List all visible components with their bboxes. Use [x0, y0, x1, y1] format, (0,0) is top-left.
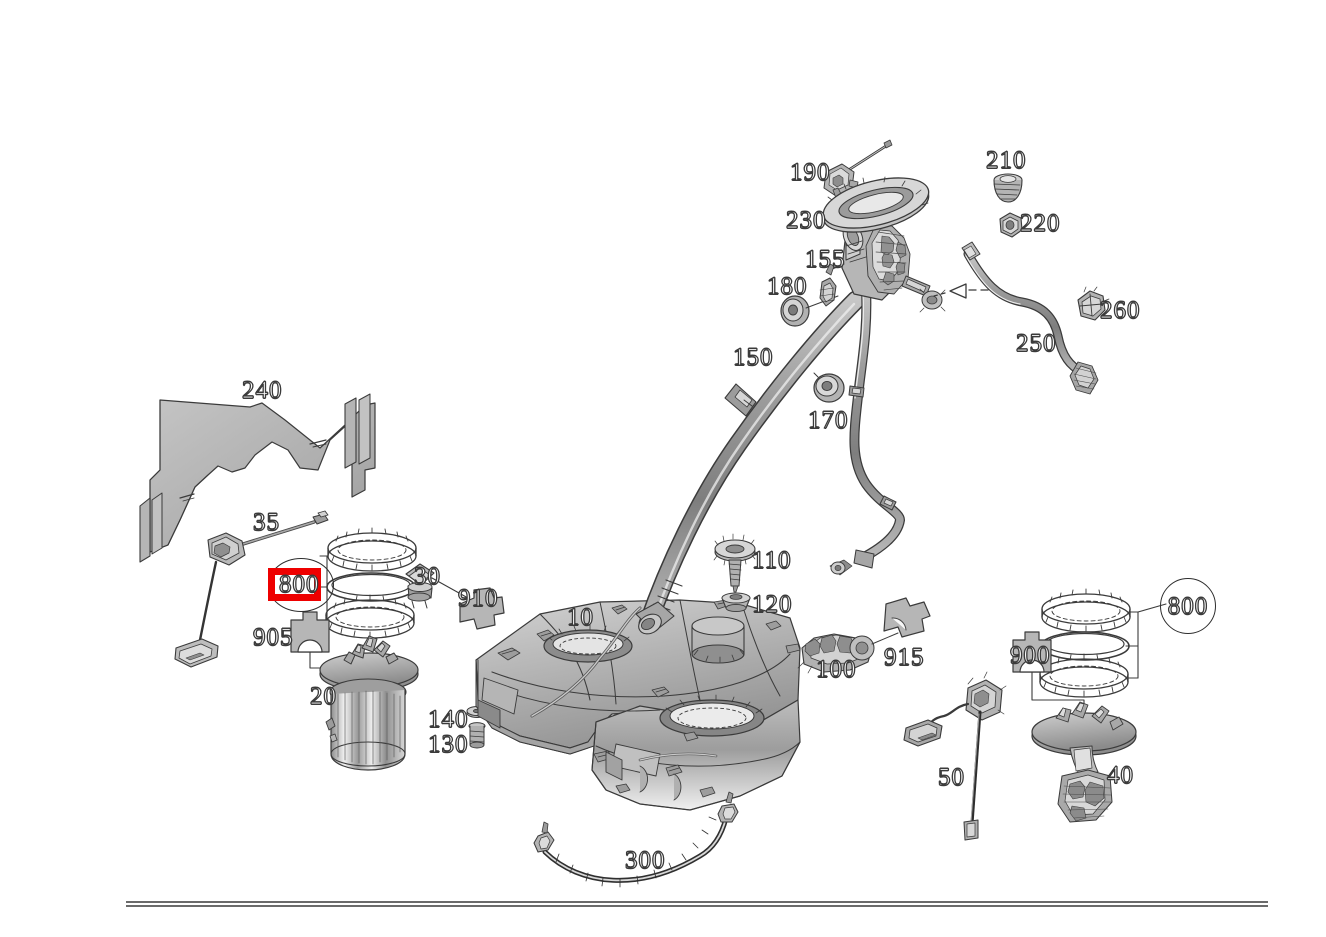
part-35-sensor-lead — [174, 510, 329, 668]
part-170-grommet — [813, 372, 845, 403]
part-50-level-sender — [903, 671, 1007, 841]
callout-915: 915 — [883, 644, 925, 671]
highlight-box-800 — [268, 568, 321, 601]
callout-900: 900 — [1009, 642, 1051, 669]
callout-110: 110 — [751, 547, 792, 574]
callout-50: 50 — [937, 764, 965, 791]
callout-20: 20 — [309, 683, 337, 710]
callout-260: 260 — [1099, 297, 1141, 324]
part-retainer-clip — [819, 263, 837, 307]
part-10-fuel-tank — [475, 599, 801, 811]
callout-250: 250 — [1015, 330, 1057, 357]
callout-100: 100 — [815, 656, 857, 683]
callout-10: 10 — [566, 604, 594, 631]
part-150-filler-pipe — [635, 290, 866, 635]
part-220-nut — [999, 212, 1023, 238]
callout-905: 905 — [252, 624, 294, 651]
callout-800-right: 800 — [1160, 578, 1216, 634]
part-915-service-symbol — [883, 597, 931, 638]
callout-220: 220 — [1019, 210, 1061, 237]
callout-800-left: 800 — [278, 571, 320, 598]
part-240-heat-shield — [139, 393, 376, 563]
part-210-screw — [993, 173, 1023, 203]
callout-130: 130 — [427, 731, 469, 758]
part-300-tank-strap — [533, 791, 739, 888]
part-800-seal-ring-set-right — [1039, 588, 1167, 698]
part-905-service-symbol — [290, 611, 373, 669]
part-30-valve — [405, 563, 469, 609]
callout-150: 150 — [732, 344, 774, 371]
callout-300: 300 — [624, 847, 666, 874]
footer-rule-top — [126, 901, 1268, 903]
callout-140: 140 — [427, 706, 469, 733]
callout-180: 180 — [766, 273, 808, 300]
part-20-fuel-pump-module — [319, 635, 419, 771]
part-110-screw — [713, 533, 756, 593]
callout-190: 190 — [789, 159, 831, 186]
callout-155: 155 — [804, 246, 846, 273]
part-230-sealing-ring — [822, 176, 930, 233]
part-900-service-symbol — [1012, 631, 1085, 713]
callout-30: 30 — [413, 563, 441, 590]
callout-800-right-label: 800 — [1167, 592, 1209, 620]
callout-210: 210 — [985, 147, 1027, 174]
part-130-bolt — [468, 722, 486, 749]
part-155-filler-neck — [829, 221, 946, 313]
callout-240: 240 — [241, 377, 283, 404]
callout-120: 120 — [751, 591, 793, 618]
callout-230: 230 — [785, 207, 827, 234]
part-250-vent-line — [961, 241, 1099, 395]
part-260-clip — [1077, 286, 1110, 321]
callout-35: 35 — [252, 509, 280, 536]
callout-40: 40 — [1106, 762, 1134, 789]
part-secondary-vent-pipe — [829, 283, 905, 576]
part-40-suction-unit — [1031, 701, 1137, 823]
part-120-grommet — [721, 592, 751, 613]
part-800-seal-ring-set-left — [319, 527, 417, 639]
callout-910: 910 — [457, 585, 499, 612]
part-100-fuel-connector — [797, 632, 899, 677]
footer-rule-bottom — [126, 905, 1268, 907]
callout-170: 170 — [807, 407, 849, 434]
part-910-service-symbol — [459, 587, 505, 630]
